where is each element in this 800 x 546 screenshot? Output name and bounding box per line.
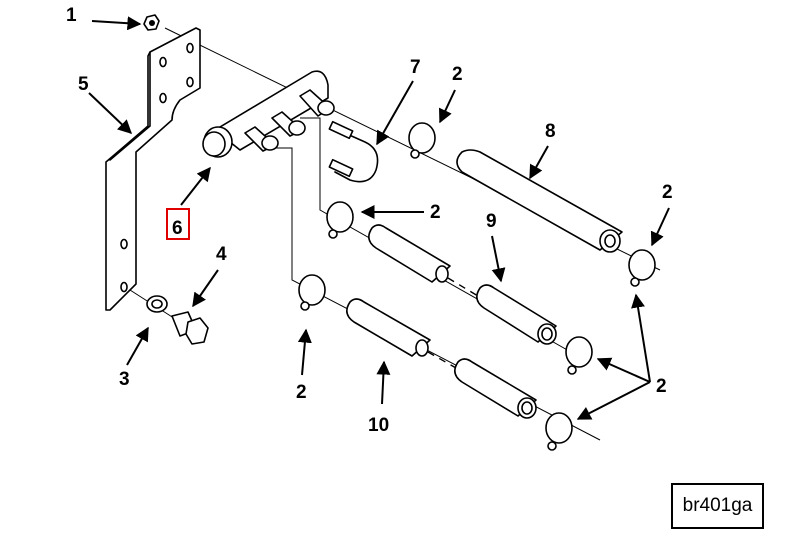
callout-7: 7 bbox=[410, 57, 421, 78]
hose-8 bbox=[456, 149, 623, 253]
callout-10: 10 bbox=[368, 415, 389, 436]
hose-clamp bbox=[298, 274, 326, 311]
hose-clamp bbox=[565, 336, 593, 375]
leader-arrows bbox=[88, 16, 670, 420]
hose-9 bbox=[368, 224, 557, 345]
callout-6-highlight-box bbox=[166, 208, 190, 240]
callout-2: 2 bbox=[656, 376, 667, 397]
callout-5: 5 bbox=[78, 74, 89, 95]
callout-8: 8 bbox=[545, 121, 556, 142]
manifold bbox=[202, 70, 335, 158]
callout-4: 4 bbox=[216, 244, 227, 265]
bracket bbox=[105, 27, 201, 311]
callout-6: 6 bbox=[172, 218, 183, 239]
figure-id-box: br401ga bbox=[671, 483, 764, 529]
callout-2: 2 bbox=[662, 182, 673, 203]
u-bolt bbox=[328, 120, 379, 183]
callout-2: 2 bbox=[452, 64, 463, 85]
hose-10 bbox=[346, 298, 537, 419]
callout-9: 9 bbox=[486, 211, 497, 232]
hose-clamp bbox=[408, 122, 436, 159]
bolt bbox=[171, 311, 209, 345]
callout-1: 1 bbox=[66, 5, 77, 26]
callout-3: 3 bbox=[119, 369, 130, 390]
nut bbox=[143, 14, 160, 31]
washer bbox=[146, 295, 168, 313]
figure-id: br401ga bbox=[682, 495, 753, 516]
hose-clamp bbox=[545, 412, 573, 451]
callout-2: 2 bbox=[296, 382, 307, 403]
hose-clamp bbox=[628, 249, 656, 287]
hose-clamp bbox=[326, 201, 354, 239]
callout-2: 2 bbox=[430, 202, 441, 223]
